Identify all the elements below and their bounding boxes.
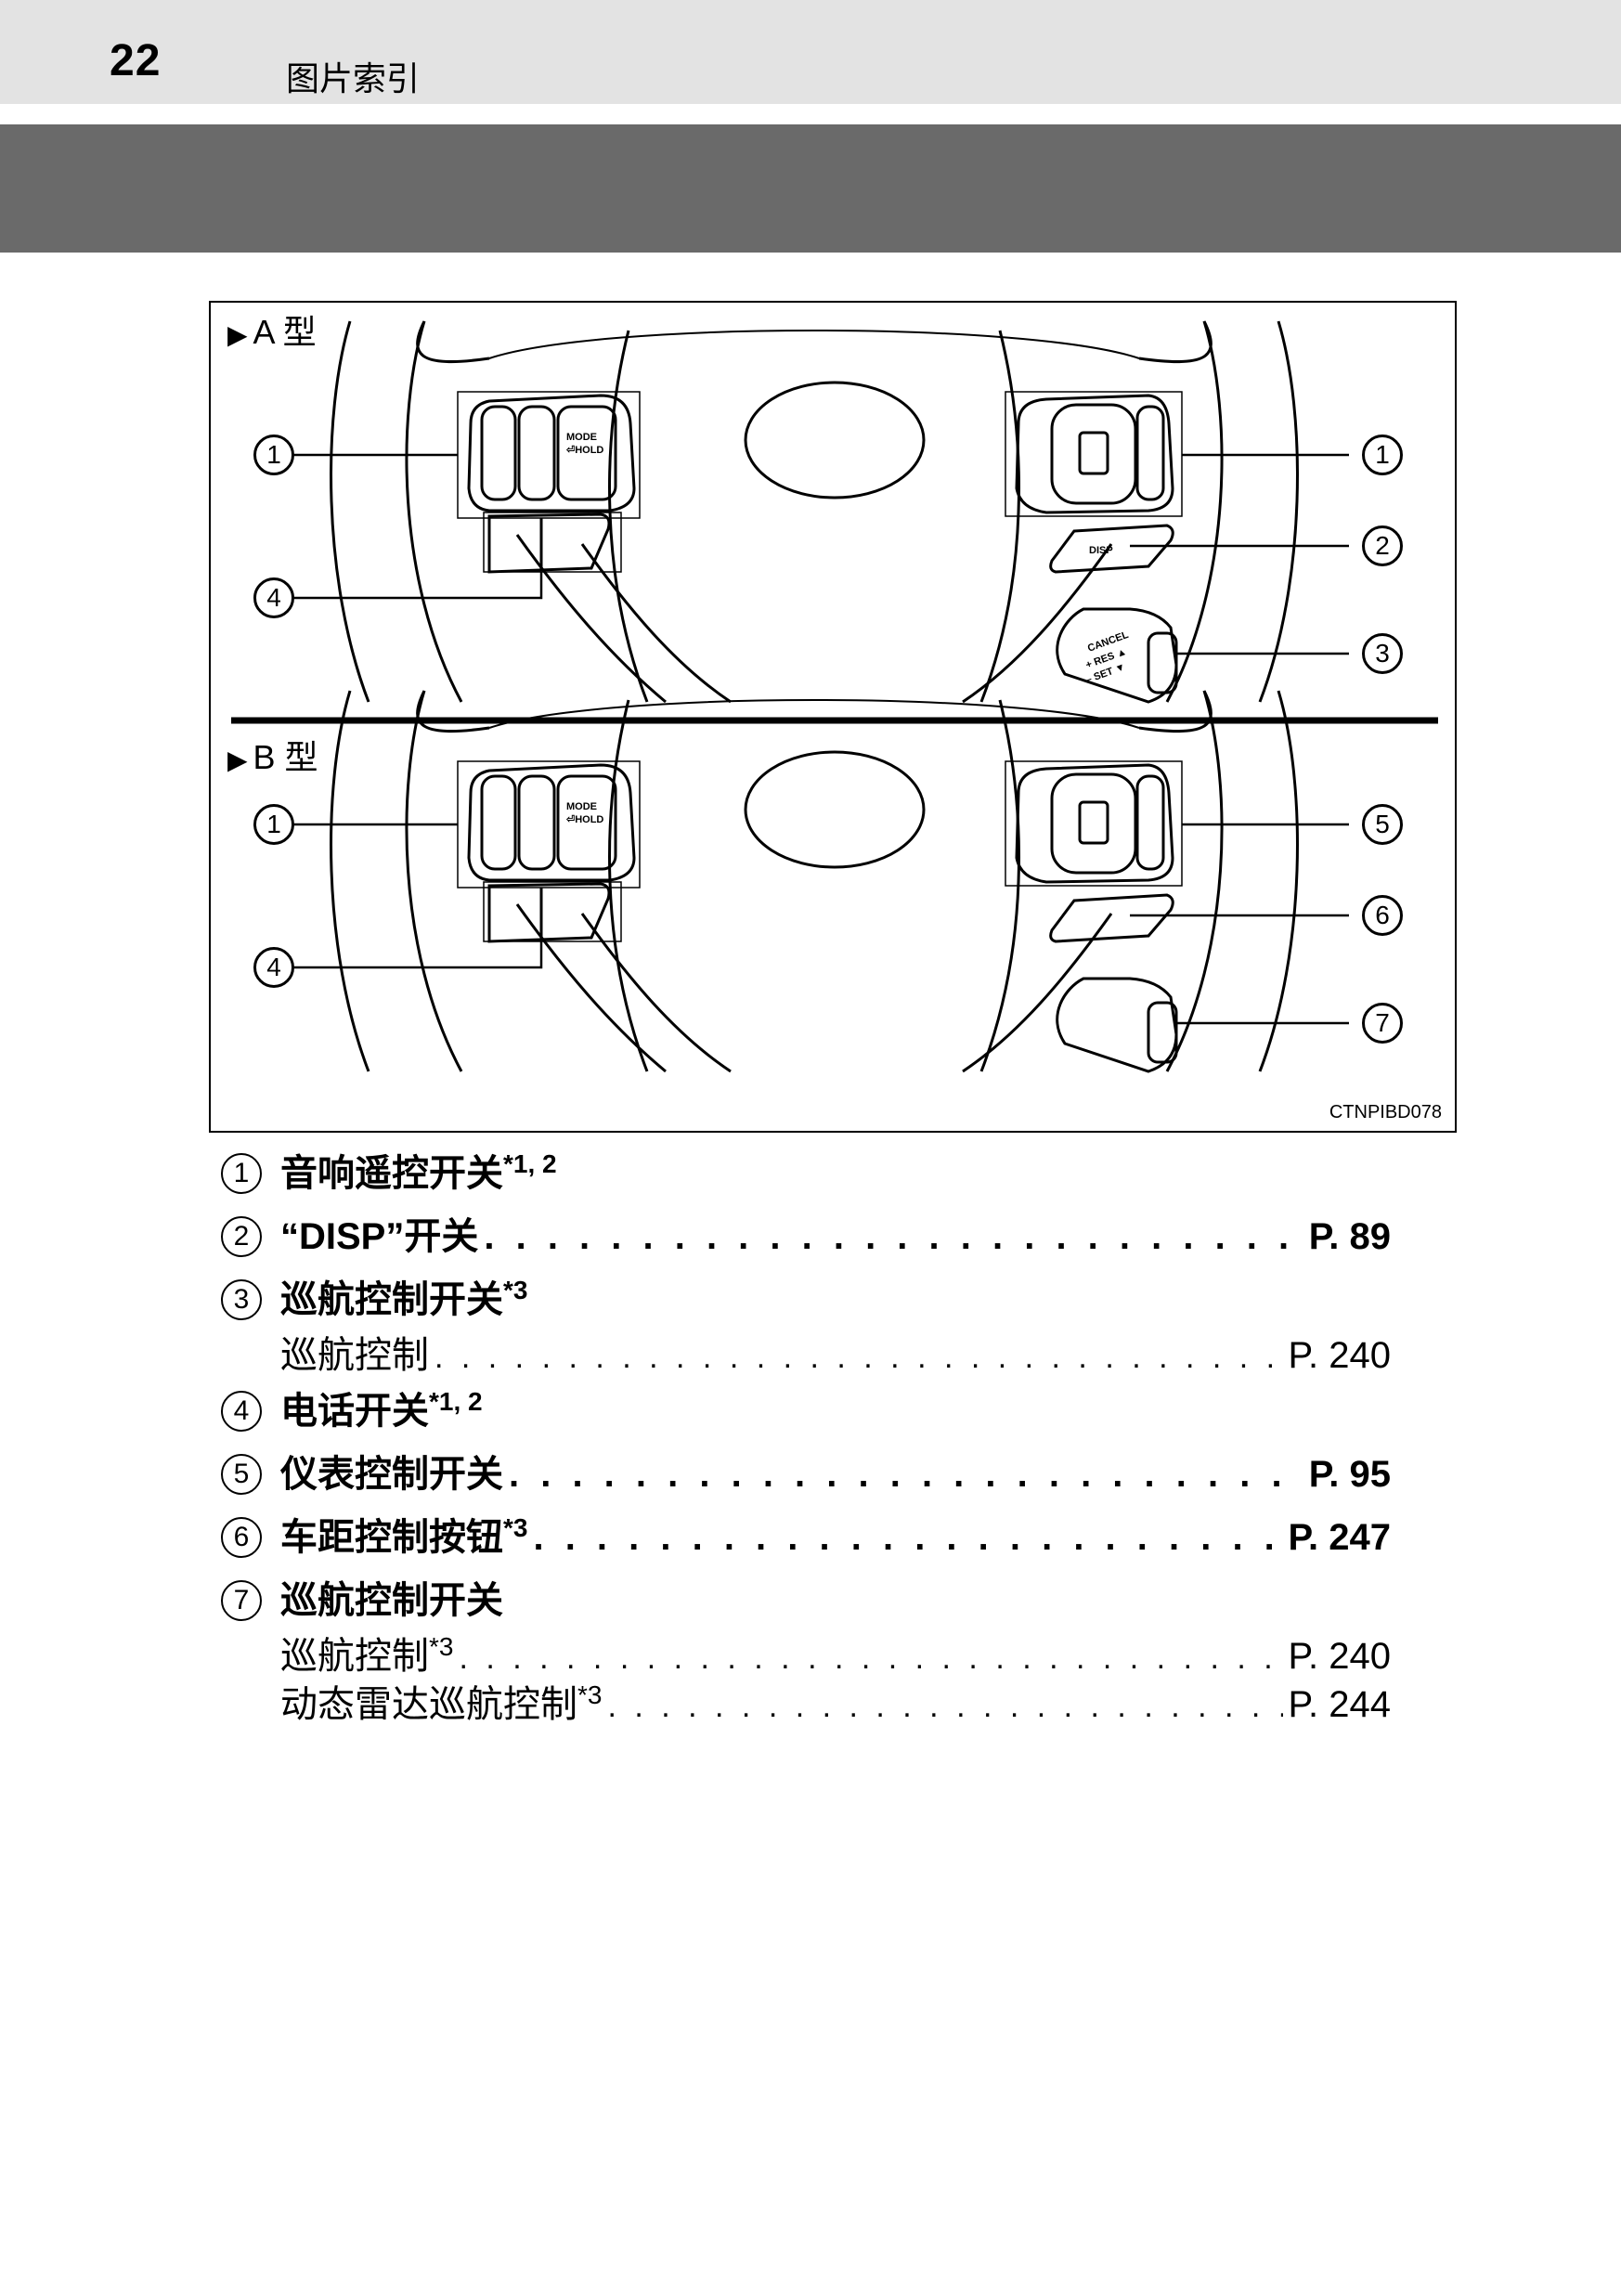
steering-wheel-figure: MODE ⏎HOLD DISP MODE ⏎HOLD CANCEL + RES … bbox=[209, 301, 1457, 1133]
page-reference[interactable]: P. 89 bbox=[1308, 1216, 1391, 1257]
legend-note: *1, 2 bbox=[429, 1387, 483, 1416]
legend-title: “DISP”开关 bbox=[280, 1216, 479, 1257]
page-reference[interactable]: P. 247 bbox=[1288, 1517, 1392, 1558]
legend-entry: 6 车距控制按钮*3 . . . . . . . . . . . . . . . … bbox=[221, 1506, 1391, 1569]
callout-a-1-left: 1 bbox=[253, 435, 294, 475]
legend-number: 6 bbox=[221, 1517, 262, 1558]
legend-sub-title: 巡航控制 bbox=[280, 1335, 429, 1376]
callout-b-5: 5 bbox=[1362, 804, 1403, 845]
dot-leader: . . . . . . . . . . . . . . . . . . . . … bbox=[607, 1689, 1282, 1724]
callout-a-3: 3 bbox=[1362, 633, 1403, 674]
dot-leader: . . . . . . . . . . . . . . . . . . . . … bbox=[434, 1340, 1283, 1375]
legend-title: 巡航控制开关 bbox=[280, 1580, 503, 1621]
legend-number: 5 bbox=[221, 1454, 262, 1495]
dot-leader: . . . . . . . . . . . . . . . . . . . . … bbox=[459, 1641, 1282, 1676]
legend-entry: 2 “DISP”开关 . . . . . . . . . . . . . . . … bbox=[221, 1205, 1391, 1268]
dot-leader: . . . . . . . . . . . . . . . . . . . . … bbox=[509, 1454, 1303, 1495]
page-reference[interactable]: P. 244 bbox=[1288, 1684, 1392, 1725]
legend-title: 巡航控制开关 bbox=[280, 1279, 503, 1320]
legend-title: 音响遥控开关 bbox=[280, 1153, 503, 1194]
callout-b-1: 1 bbox=[253, 804, 294, 845]
legend-title: 电话开关 bbox=[280, 1391, 429, 1432]
page-number: 22 bbox=[110, 36, 162, 85]
legend-number: 7 bbox=[221, 1580, 262, 1621]
legend-sub-title: 动态雷达巡航控制 bbox=[280, 1684, 577, 1725]
type-a-label: ▶A 型 bbox=[227, 313, 317, 351]
dot-leader: . . . . . . . . . . . . . . . . . . . . … bbox=[533, 1517, 1282, 1558]
svg-text:MODE: MODE bbox=[566, 432, 597, 443]
legend-entry: 3 巡航控制开关*3 巡航控制 . . . . . . . . . . . . . … bbox=[221, 1268, 1391, 1380]
legend-entry: 4 电话开关*1, 2 bbox=[221, 1380, 1391, 1443]
callout-a-2: 2 bbox=[1362, 525, 1403, 566]
legend-number: 3 bbox=[221, 1279, 262, 1320]
legend-note: *3 bbox=[429, 1632, 454, 1661]
dot-leader: . . . . . . . . . . . . . . . . . . . . … bbox=[484, 1216, 1303, 1257]
page-reference[interactable]: P. 95 bbox=[1308, 1454, 1391, 1495]
callout-b-6: 6 bbox=[1362, 895, 1403, 936]
svg-text:DISP: DISP bbox=[1089, 545, 1113, 556]
page-reference[interactable]: P. 240 bbox=[1288, 1335, 1392, 1376]
callout-a-4: 4 bbox=[253, 577, 294, 618]
svg-text:MODE: MODE bbox=[566, 801, 597, 812]
legend-number: 4 bbox=[221, 1391, 262, 1432]
legend-sub-title: 巡航控制 bbox=[280, 1636, 429, 1677]
legend-title: 车距控制按钮 bbox=[280, 1517, 503, 1558]
section-title: 图片索引 bbox=[286, 59, 421, 97]
legend-number: 2 bbox=[221, 1216, 262, 1257]
legend-note: *3 bbox=[577, 1680, 603, 1709]
callout-b-4: 4 bbox=[253, 947, 294, 988]
legend-note: *1, 2 bbox=[503, 1149, 557, 1178]
legend-entry: 5 仪表控制开关 . . . . . . . . . . . . . . . . … bbox=[221, 1443, 1391, 1506]
svg-text:⏎HOLD: ⏎HOLD bbox=[565, 445, 603, 456]
callout-a-1-right: 1 bbox=[1362, 435, 1403, 475]
legend-title: 仪表控制开关 bbox=[280, 1454, 503, 1495]
legend-entry: 1 音响遥控开关*1, 2 bbox=[221, 1142, 1391, 1205]
figure-code: CTNPIBD078 bbox=[1329, 1102, 1442, 1122]
page-header: 22 图片索引 bbox=[0, 0, 1621, 104]
type-b-label: ▶B 型 bbox=[227, 738, 318, 776]
steering-wheel-illustration: MODE ⏎HOLD DISP MODE ⏎HOLD CANCEL + RES … bbox=[231, 320, 1438, 1073]
title-band bbox=[0, 124, 1621, 253]
legend-number: 1 bbox=[221, 1153, 262, 1194]
wheel-type-a bbox=[330, 320, 1299, 704]
leader-lines-a bbox=[285, 453, 1349, 655]
svg-text:⏎HOLD: ⏎HOLD bbox=[565, 814, 603, 825]
wheel-type-b bbox=[330, 689, 1299, 1073]
callout-b-7: 7 bbox=[1362, 1003, 1403, 1044]
leader-lines-b bbox=[285, 823, 1349, 1025]
legend-note: *3 bbox=[503, 1276, 528, 1304]
page-reference[interactable]: P. 240 bbox=[1288, 1636, 1392, 1677]
legend-note: *3 bbox=[503, 1513, 528, 1542]
